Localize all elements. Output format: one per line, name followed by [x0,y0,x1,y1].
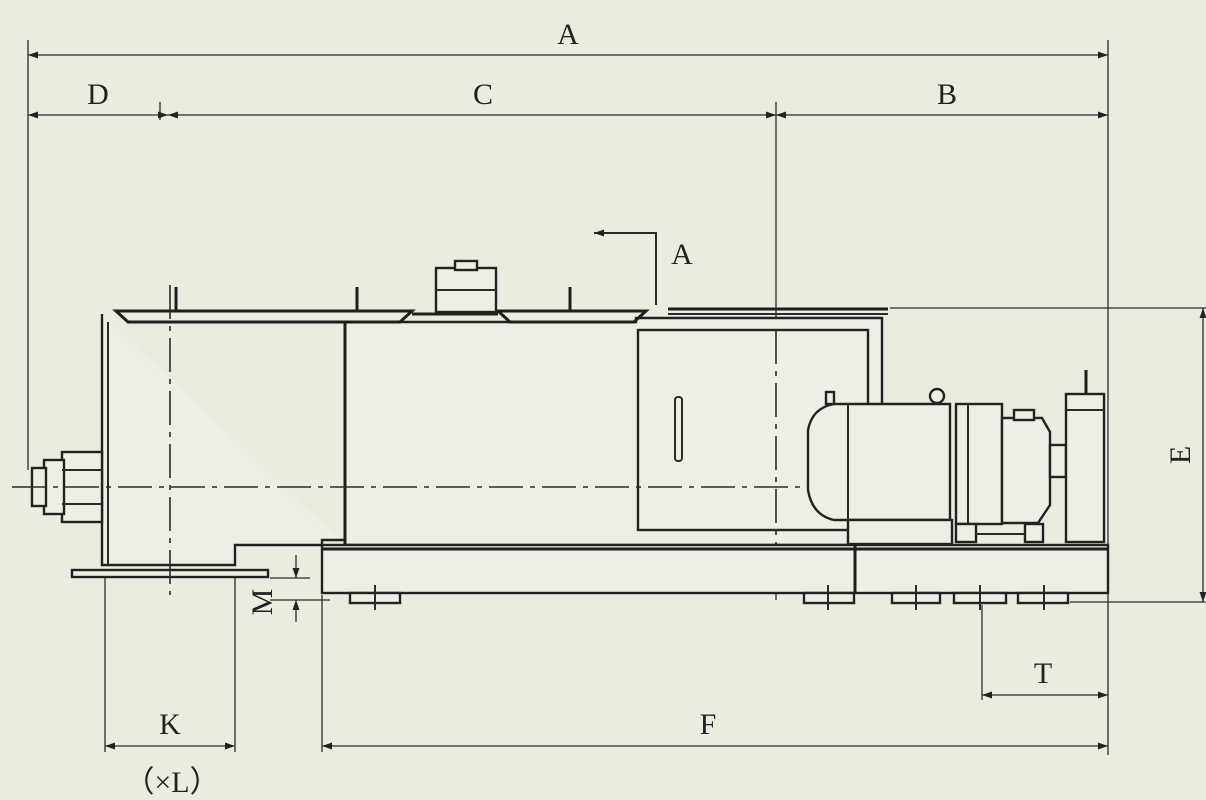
label-c: C [473,78,493,111]
label-section-a: A [671,238,693,271]
dimension-lines [28,51,1206,750]
dimension-labels: A D C B A E M T K F （×L） [87,18,1197,799]
base-frame [320,543,1110,595]
motor [806,387,954,546]
label-m: M [246,589,279,616]
cover-plate-left [112,309,416,324]
section-marker [594,229,657,305]
machine-body [30,259,1110,610]
label-e: E [1164,446,1197,464]
label-f: F [700,708,717,741]
center-lines [12,285,808,595]
label-t: T [1034,657,1052,690]
label-d: D [87,78,109,111]
label-a: A [557,18,579,51]
cover-plate-right [494,309,650,324]
label-k: K [159,708,181,741]
extension-lines [27,40,1206,755]
gearbox [954,402,1068,544]
bearing-block [1064,392,1106,544]
label-b: B [937,78,957,111]
label-outlet-note: （×L） [124,766,219,799]
